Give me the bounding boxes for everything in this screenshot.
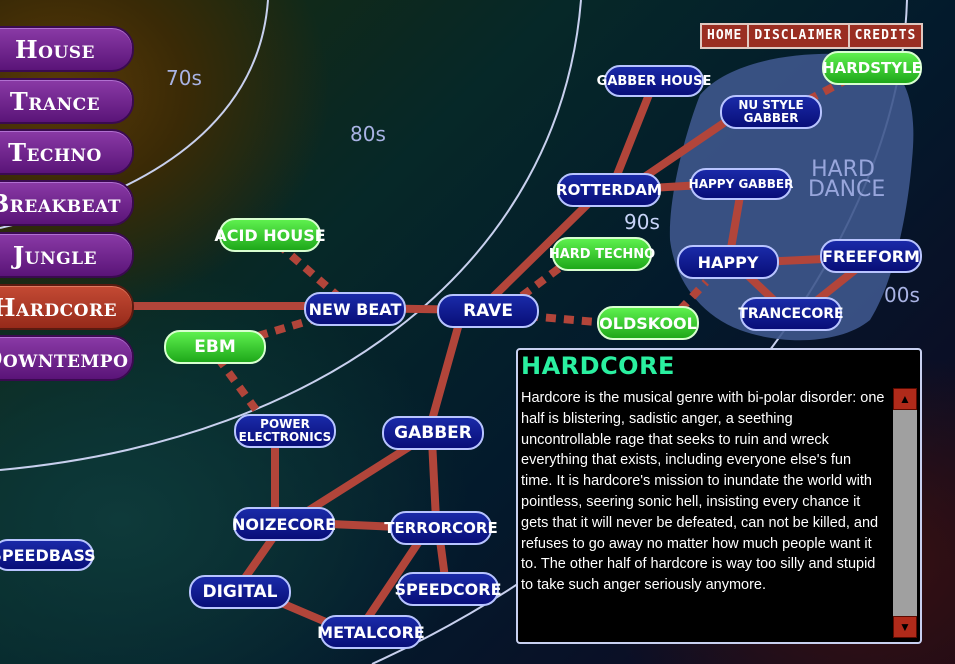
node-power-electronics[interactable]: POWER ELECTRONICS — [234, 414, 336, 448]
region-label-line1: HARD — [811, 157, 875, 182]
scroll-up-button[interactable]: ▲ — [893, 388, 917, 410]
node-digital[interactable]: DIGITAL — [189, 575, 291, 609]
link-terrorcore-speedcore — [436, 536, 449, 582]
node-gabber[interactable]: GABBER — [382, 416, 484, 450]
link-metalcore-terrorcore — [361, 536, 424, 626]
triangle-up-icon: ▲ — [899, 392, 911, 406]
node-rave[interactable]: RAVE — [437, 294, 539, 328]
nav-credits-link[interactable]: CREDITS — [847, 25, 922, 47]
region-label-hard-dance: HARD DANCE — [808, 157, 886, 202]
scroll-down-button[interactable]: ▼ — [893, 616, 917, 638]
node-freeform[interactable]: FREEFORM — [820, 239, 922, 273]
node-acid-house[interactable]: ACID HOUSE — [214, 218, 326, 252]
link-rave-gabber — [428, 316, 464, 424]
node-rotterdam[interactable]: ROTTERDAM — [556, 173, 662, 207]
era-arc-80s — [0, 0, 582, 471]
dash-rave-hardtechno — [519, 256, 573, 300]
category-downtempo[interactable]: Downtempo — [0, 335, 134, 381]
era-label-90s: 90s — [624, 210, 660, 234]
link-rave-rotterdam — [486, 188, 604, 304]
panel-scrollbar[interactable]: ▲ ▼ — [893, 388, 917, 638]
node-trancecore[interactable]: TRANCECORE — [738, 297, 844, 331]
link-happygabber-happy — [726, 192, 744, 258]
node-hard-techno[interactable]: HARD TECHNO — [549, 237, 655, 271]
nav-disclaimer-link[interactable]: DISCLAIMER — [747, 25, 847, 47]
link-gabber-noizecore — [296, 436, 424, 520]
category-house[interactable]: House — [0, 26, 134, 72]
category-hardcore[interactable]: Hardcore — [0, 284, 134, 330]
node-nu-style-line2: GABBER — [743, 111, 799, 125]
node-happy[interactable]: HAPPY — [677, 245, 779, 279]
node-nu-style-line1: NU STYLE — [738, 98, 804, 112]
category-breakbeat[interactable]: Breakbeat — [0, 180, 134, 226]
era-label-70s: 70s — [166, 66, 202, 90]
category-techno[interactable]: Techno — [0, 129, 134, 175]
node-noizecore[interactable]: NOIZECORE — [232, 507, 336, 541]
node-ebm[interactable]: EBM — [164, 330, 266, 364]
panel-title: HARDCORE — [521, 352, 675, 380]
node-oldskool[interactable]: OLDSKOOL — [597, 306, 699, 340]
nav-home-link[interactable]: HOME — [707, 28, 743, 43]
link-noizecore-terrorcore — [326, 520, 404, 531]
node-speedbass[interactable]: SPEEDBASS — [0, 539, 96, 571]
node-power-line2: ELECTRONICS — [238, 430, 332, 444]
node-metalcore[interactable]: METALCORE — [317, 615, 425, 649]
era-label-80s: 80s — [350, 122, 386, 146]
era-label-00s: 00s — [884, 283, 920, 307]
region-label-line2: DANCE — [808, 177, 886, 202]
node-happy-gabber[interactable]: HAPPY GABBER — [689, 168, 793, 200]
dash-acidhouse-newbeat — [275, 240, 343, 302]
node-gabber-house[interactable]: GABBER HOUSE — [597, 65, 711, 97]
dash-oldskool-happy — [677, 279, 709, 313]
node-power-line1: POWER — [260, 417, 310, 431]
node-new-beat[interactable]: NEW BEAT — [304, 292, 406, 326]
panel-description: Hardcore is the musical genre with bi-po… — [521, 390, 885, 594]
dash-ebm-power — [214, 355, 266, 421]
dash-rave-oldskool — [527, 312, 609, 327]
category-jungle[interactable]: Jungle — [0, 232, 134, 278]
node-nu-style-gabber[interactable]: NU STYLE GABBER — [720, 95, 822, 129]
node-hardstyle[interactable]: HARDSTYLE — [822, 51, 922, 85]
top-nav: HOME DISCLAIMER CREDITS — [700, 23, 924, 49]
genre-description-panel: HARDCORE Hardcore is the musical genre w… — [516, 348, 922, 644]
node-terrorcore[interactable]: TERRORCORE — [384, 511, 498, 545]
category-trance[interactable]: Trance — [0, 78, 134, 124]
link-rotterdam-gabberhouse — [611, 88, 654, 184]
node-speedcore[interactable]: SPEEDCORE — [395, 572, 502, 606]
triangle-down-icon: ▼ — [899, 620, 911, 634]
link-gabber-terrorcore — [428, 436, 440, 524]
